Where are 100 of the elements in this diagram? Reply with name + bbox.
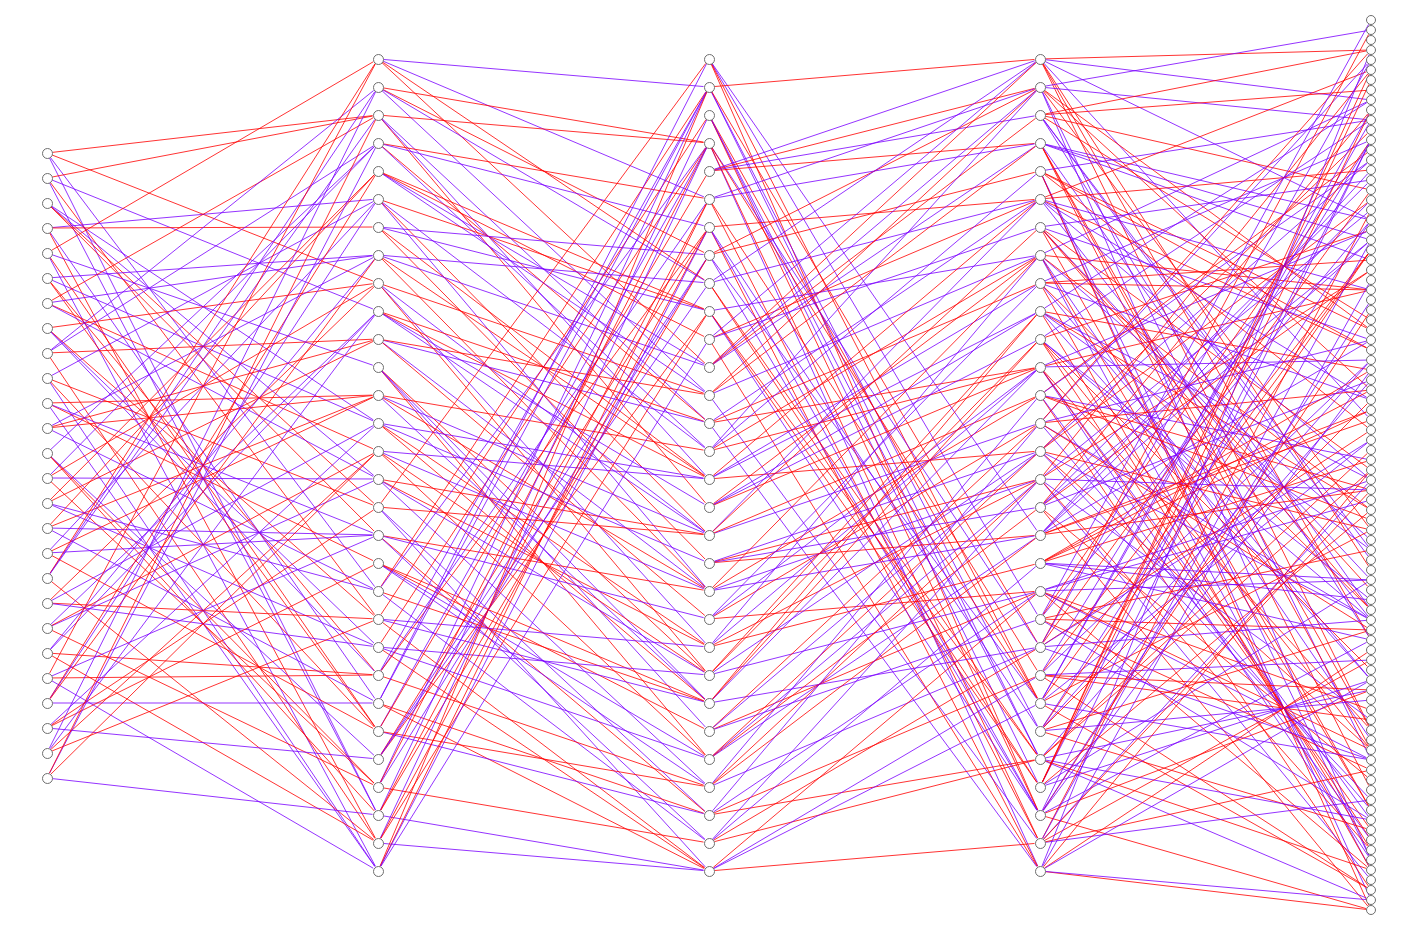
neuron-circle	[1366, 185, 1376, 195]
neuron-circle	[372, 249, 384, 261]
neuron-circle	[1366, 625, 1376, 635]
neuron-circle	[1366, 385, 1376, 395]
neuron-circle	[703, 109, 715, 121]
neuron-circle	[703, 417, 715, 429]
neuron-circle	[703, 641, 715, 653]
neuron-circle	[1366, 845, 1376, 855]
neuron-circle	[1034, 753, 1046, 765]
neuron-circle	[1034, 333, 1046, 345]
neuron-circle	[1366, 125, 1376, 135]
neuron-circle	[1366, 235, 1376, 245]
neuron-circle	[41, 672, 53, 684]
neuron-circle	[41, 422, 53, 434]
neuron-circle	[1366, 15, 1376, 25]
neuron-circle	[1034, 501, 1046, 513]
neuron-circle	[372, 137, 384, 149]
neuron-circle	[41, 772, 53, 784]
neuron-circle	[1366, 645, 1376, 655]
neuron-circle	[1034, 165, 1046, 177]
neuron-circle	[1034, 417, 1046, 429]
neuron-circle	[372, 473, 384, 485]
neuron-circle	[1034, 305, 1046, 317]
neuron-circle	[1366, 345, 1376, 355]
neuron-circle	[703, 277, 715, 289]
neuron-circle	[372, 585, 384, 597]
neuron-circle	[41, 222, 53, 234]
neuron-circle	[41, 697, 53, 709]
neuron-circle	[1034, 865, 1046, 877]
neuron-circle	[41, 447, 53, 459]
neuron-circle	[1366, 475, 1376, 485]
neuron-circle	[703, 389, 715, 401]
neuron-circle	[703, 53, 715, 65]
neuron-circle	[1366, 175, 1376, 185]
neuron-circle	[41, 322, 53, 334]
neuron-circle	[1366, 405, 1376, 415]
neuron-circle	[1034, 361, 1046, 373]
neuron-circle	[1366, 245, 1376, 255]
neuron-circle	[1034, 641, 1046, 653]
neuron-circle	[1366, 775, 1376, 785]
neuron-circle	[1366, 425, 1376, 435]
neuron-circle	[1366, 485, 1376, 495]
neuron-circle	[41, 622, 53, 634]
neuron-circle	[41, 497, 53, 509]
neuron-circle	[41, 722, 53, 734]
neuron-circle	[1366, 635, 1376, 645]
neuron-circle	[1034, 837, 1046, 849]
neuron-circle	[703, 837, 715, 849]
neuron-circle	[1366, 295, 1376, 305]
neuron-circle	[703, 557, 715, 569]
neuron-circle	[703, 613, 715, 625]
neuron-circle	[372, 277, 384, 289]
neuron-circle	[372, 81, 384, 93]
neuron-circle	[1034, 669, 1046, 681]
neuron-circle	[41, 172, 53, 184]
neuron-circle	[703, 81, 715, 93]
neuron-circle	[372, 781, 384, 793]
neuron-circle	[41, 597, 53, 609]
neuron-circle	[703, 137, 715, 149]
neuron-circle	[41, 397, 53, 409]
neuron-circle	[1366, 585, 1376, 595]
neuron-circle	[41, 147, 53, 159]
neuron-circle	[41, 647, 53, 659]
neuron-circle	[1366, 445, 1376, 455]
neuron-circle	[41, 247, 53, 259]
neuron-circle	[1366, 255, 1376, 265]
neuron-circle	[1366, 705, 1376, 715]
neuron-circle	[703, 865, 715, 877]
neuron-circle	[1366, 725, 1376, 735]
neuron-circle	[372, 389, 384, 401]
neuron-circle	[372, 361, 384, 373]
neuron-circle	[372, 193, 384, 205]
neuron-circle	[372, 417, 384, 429]
neuron-circle	[1366, 695, 1376, 705]
neuron-circle	[372, 529, 384, 541]
neuron-circle	[1366, 895, 1376, 905]
neuron-circle	[1366, 325, 1376, 335]
neuron-circle	[1366, 525, 1376, 535]
neuron-circle	[372, 109, 384, 121]
neuron-circle	[1366, 535, 1376, 545]
neuron-circle	[1366, 215, 1376, 225]
neuron-circle	[1034, 193, 1046, 205]
neuron-circle	[1366, 355, 1376, 365]
neuron-circle	[372, 669, 384, 681]
neuron-circle	[1366, 755, 1376, 765]
neuron-circle	[1366, 825, 1376, 835]
neuron-circle	[1366, 435, 1376, 445]
neuron-circle	[372, 53, 384, 65]
neuron-circle	[1366, 395, 1376, 405]
neuron-circle	[1366, 595, 1376, 605]
neuron-circle	[1366, 875, 1376, 885]
neuron-circle	[703, 473, 715, 485]
neuron-circle	[372, 837, 384, 849]
neuron-circle	[372, 697, 384, 709]
neuron-circle	[372, 641, 384, 653]
neuron-circle	[1366, 545, 1376, 555]
neuron-circle	[41, 547, 53, 559]
neuron-circle	[703, 165, 715, 177]
neuron-circle	[1034, 725, 1046, 737]
neuron-circle	[1366, 905, 1376, 915]
